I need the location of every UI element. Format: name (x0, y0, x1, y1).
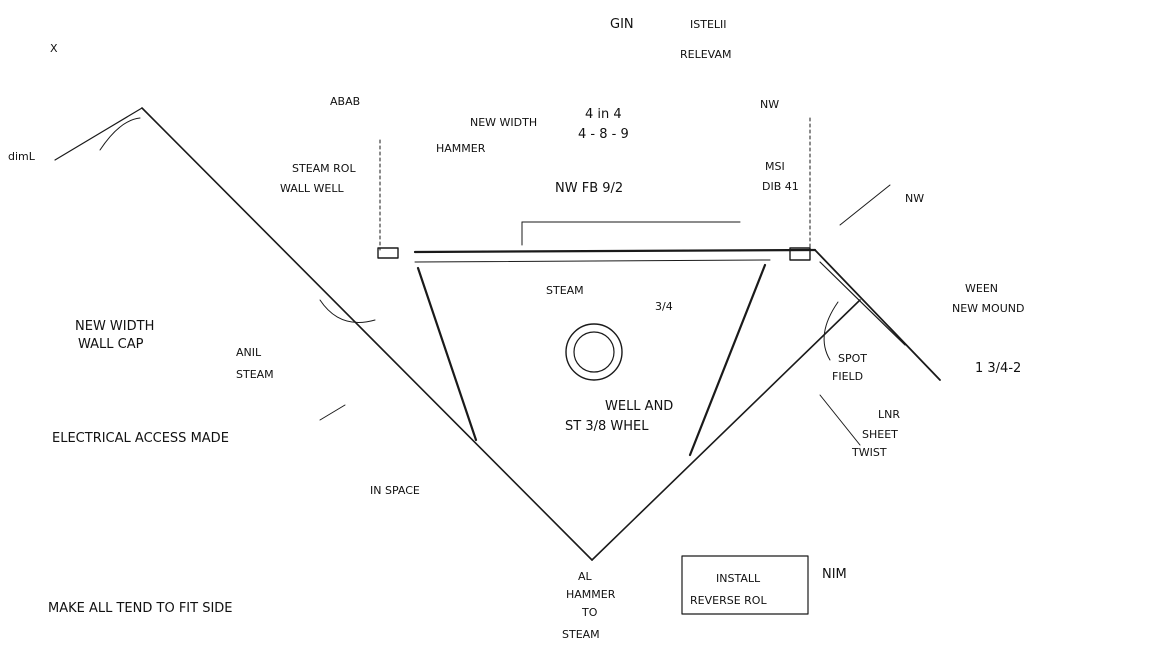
right-end-inner (819, 261, 906, 346)
left-end-plate (377, 247, 399, 259)
left-mid-leader (319, 404, 346, 421)
label-right-dim: 1 3/4-2 (975, 361, 1021, 376)
label-right-far-1: WEEN (965, 282, 998, 295)
label-under-left-2: WALL CAP (78, 337, 144, 352)
label-right-box-1: MSI (765, 160, 785, 173)
label-bottom-apex-2: HAMMER (566, 588, 616, 601)
bottom-box (681, 555, 809, 615)
inner-right-strut (688, 263, 767, 457)
left-callout-arc (319, 299, 376, 323)
label-right-inner-1: WELL AND (605, 399, 673, 414)
right-end-plate (789, 247, 811, 261)
label-right-mid-2: FIELD (832, 370, 863, 383)
label-left-mid-2: STEAM (236, 368, 274, 381)
label-center-dim-2: 4 - 8 - 9 (578, 127, 629, 142)
label-left-low: IN SPACE (370, 484, 420, 497)
label-top-block-2: RELEVAM (680, 48, 732, 61)
label-bottom-apex-4: STEAM (562, 628, 600, 641)
label-right-mid-1: SPOT (838, 352, 867, 365)
left-apex-leader (99, 117, 141, 151)
label-under-left-1: NEW WIDTH (75, 319, 154, 334)
labels: GIN ISTELII RELEVAM X dimL ABAB NW NEW W… (8, 17, 1024, 641)
label-span: NW FB 9/2 (555, 181, 623, 196)
label-edge-mark: X (50, 42, 58, 55)
right-lower-leader (819, 394, 861, 446)
top-beam-lower (414, 259, 771, 263)
right-end-diagonal (814, 249, 941, 381)
label-top-title: GIN (610, 17, 634, 32)
structure-lines (54, 107, 941, 561)
label-left-long: ELECTRICAL ACCESS MADE (52, 431, 229, 446)
label-bottom-apex-1: AL (578, 570, 593, 583)
label-left-box-1: STEAM ROL (292, 162, 356, 175)
right-callout-arc (823, 301, 839, 361)
label-hammer-left: NEW WIDTH (470, 116, 537, 129)
label-left-apex-text: ABAB (330, 95, 360, 108)
label-hammer-left-2: HAMMER (436, 142, 486, 155)
label-span-mid: STEAM (546, 284, 584, 297)
label-left-top-text: dimL (8, 150, 36, 163)
label-bottom-box-mark: NIM (822, 567, 847, 582)
label-bottom-box-1: INSTALL (716, 572, 761, 585)
label-right-low-1: LNR (878, 408, 900, 421)
inner-left-strut (416, 266, 478, 442)
label-top-block-1: ISTELII (690, 18, 727, 31)
label-right-low-2: SHEET (862, 428, 898, 441)
label-center-dim-1: 4 in 4 (585, 107, 622, 122)
right-long-diagonal (591, 299, 861, 561)
label-right-inner-2: ST 3/8 WHEL (565, 419, 649, 434)
left-upper-diagonal (54, 107, 143, 161)
label-bottom-apex-3: TO (581, 606, 598, 619)
label-right-far-2: NEW MOUND (952, 302, 1024, 315)
label-bottom-box-2: REVERSE ROL (690, 594, 767, 607)
label-span-mid-2: 3/4 (655, 300, 673, 313)
label-right-low-3: TWIST (851, 446, 887, 459)
label-right-box-2: DIB 41 (762, 180, 799, 193)
top-right-tick (839, 184, 891, 226)
top-beam (413, 248, 817, 254)
label-top-right-mark: NW (760, 98, 779, 111)
center-circle-symbol (565, 323, 623, 381)
label-left-box-2: WALL WELL (280, 182, 345, 195)
left-long-diagonal (141, 107, 593, 561)
label-nw: NW (905, 192, 924, 205)
label-bottom-left-note: MAKE ALL TEND TO FIT SIDE (48, 601, 233, 616)
label-left-mid-1: ANIL (236, 346, 262, 359)
